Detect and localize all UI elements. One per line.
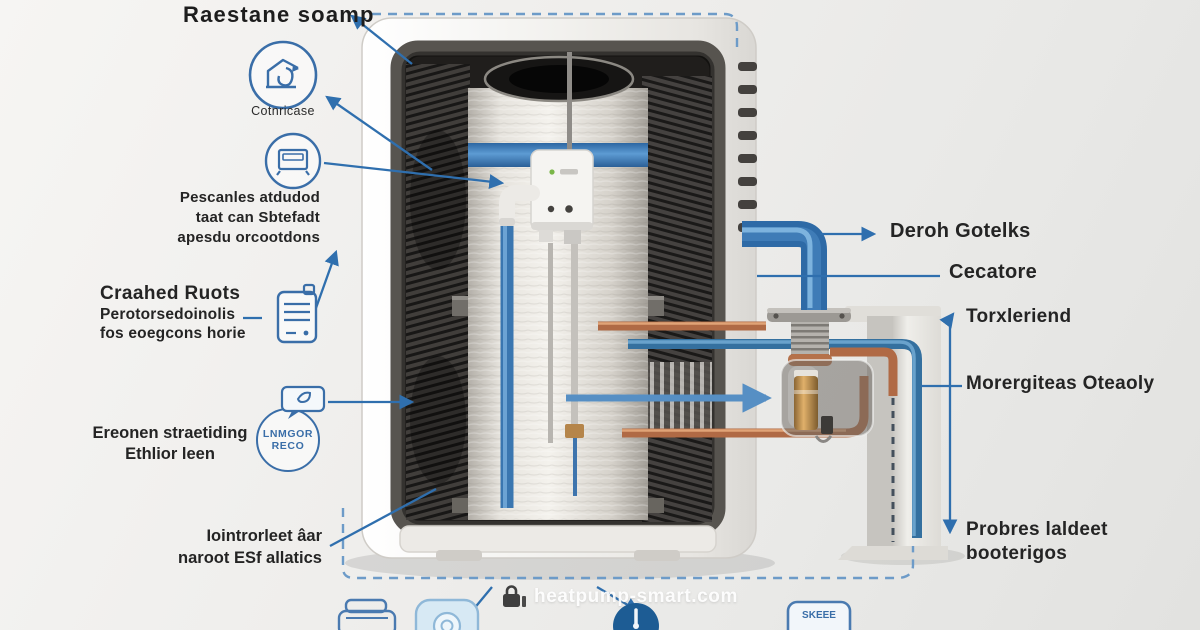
bottom-chip-icon: SKEEE (786, 600, 852, 630)
watermark-text: heatpump-smart.com (534, 586, 739, 607)
valve-stack (791, 322, 829, 356)
control-cable (567, 52, 572, 154)
arrow-up-left-panel (314, 249, 339, 309)
arrow-to-title (350, 14, 413, 65)
radiator-note-line2: taat can Sbtefadt (195, 209, 320, 226)
label-title: Raestane soamp (183, 2, 375, 27)
radiator-icon (264, 132, 322, 190)
probres-line2: booterigos (966, 543, 1068, 564)
rooms-line2: fos eoegcons horie (100, 325, 246, 342)
label-monitor: Morergiteas Oteaoly (966, 373, 1155, 394)
arrow-to-house-icon (325, 95, 433, 171)
label-probres-block: Probres laldeet booterigos (966, 518, 1108, 566)
dashed-callout-border (341, 12, 915, 580)
inlet-line1: Iointrorleet âar (206, 527, 322, 545)
amber-filter-core (794, 376, 818, 430)
glass-filter-tank (780, 359, 874, 443)
label-cecatore: Cecatore (949, 261, 1037, 283)
sensor-tubes (548, 243, 584, 496)
chip-text: SKEEE (802, 610, 836, 621)
rooms-line1: Perotorsedoinolis (100, 306, 236, 323)
label-house-caption: Cotnricase (251, 104, 315, 118)
boiler-icon (276, 283, 318, 344)
water-tank (468, 55, 648, 520)
lock-icon (503, 585, 526, 607)
label-outlets: Deroh Gotelks (890, 220, 1031, 242)
eco-line2: Ethlior leen (125, 445, 215, 463)
probres-line1: Probres laldeet (966, 519, 1108, 540)
badge-line2: RECO (271, 440, 305, 452)
arrow-vertical-span (939, 312, 958, 535)
cutaway-interior (390, 40, 726, 536)
radiator-note-line1: Pescanles atdudod (179, 189, 320, 206)
badge-line1: LNMGOR (262, 428, 314, 440)
left-fan-coil (406, 64, 470, 520)
bottom-gauge-icon (613, 603, 659, 630)
label-inlet-block: Iointrorleet âar naroot ESf allatics (138, 525, 322, 569)
inlet-line2: naroot ESf allatics (178, 549, 322, 567)
label-radiator-note: Pescanles atdudod taat can Sbtefadt apes… (148, 188, 320, 248)
blue-pipe-main (742, 221, 827, 310)
bottom-boiler-icon (337, 598, 397, 630)
compressor-assembly (767, 308, 874, 443)
radiator-note-line3: apesdu orcootdons (177, 229, 320, 246)
rooms-title: Craahed Ruots (100, 283, 241, 304)
label-torx: Torxleriend (966, 306, 1072, 327)
brass-fitting (565, 424, 584, 438)
arrow-to-control-box (323, 161, 505, 190)
label-eco-block: Ereonen straetiding Ethlior leen (88, 423, 252, 465)
house-icon (248, 40, 318, 110)
eco-badge-circle: LNMGOR RECO (256, 408, 320, 472)
bottom-fan-icon (414, 598, 480, 630)
label-rooms-block: Craahed Ruots Perotorsedoinolis fos eoeg… (100, 283, 246, 343)
control-box (530, 149, 594, 244)
watermark: heatpump-smart.com (500, 585, 738, 609)
unit-base (399, 525, 717, 561)
leader-inlet (329, 487, 437, 548)
eco-line1: Ereonen straetiding (92, 424, 248, 442)
status-led (549, 169, 555, 175)
water-inlet-pipe (499, 185, 540, 508)
leaf-bubble-icon (280, 385, 326, 419)
